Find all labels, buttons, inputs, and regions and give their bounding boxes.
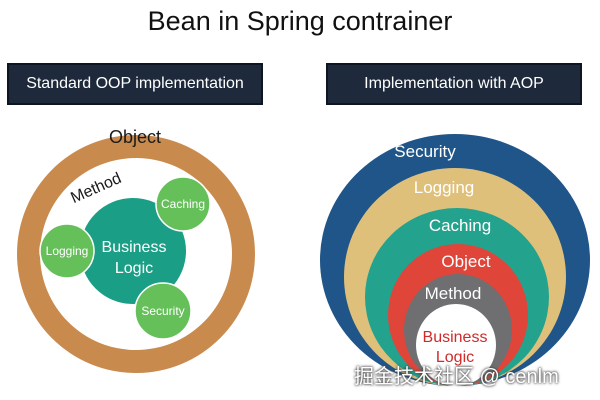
aop-diagram: Security Logging Caching Object Method B…	[320, 134, 590, 386]
business-logic-line-2: Logic	[115, 260, 153, 277]
logging-ring-label: Logging	[414, 178, 475, 197]
caching-ring-label: Caching	[429, 216, 491, 235]
watermark: 掘金技术社区 @ cenlm	[354, 366, 559, 388]
logging-circle	[39, 223, 95, 279]
caching-circle	[155, 176, 211, 232]
business-logic-core	[80, 198, 186, 304]
left-panel-header: Standard OOP implementation	[7, 63, 263, 105]
method-ring-label: Method	[425, 284, 482, 303]
business-logic-line-1: Business	[102, 239, 167, 256]
object-label: Object	[109, 127, 161, 147]
caching-label: Caching	[161, 197, 205, 211]
business-logic-aop-line-2: Logic	[436, 349, 474, 366]
logging-label: Logging	[46, 244, 89, 258]
security-circle	[134, 282, 192, 340]
oop-diagram: Object Method Business Logic Caching Log…	[17, 127, 255, 373]
security-ring-label: Security	[394, 142, 456, 161]
object-ring-label: Object	[441, 252, 490, 271]
business-logic-core-aop	[416, 304, 496, 386]
diagram-title: Bean in Spring contrainer	[147, 6, 453, 36]
security-label: Security	[141, 304, 184, 318]
right-panel-header: Implementation with AOP	[326, 63, 582, 105]
business-logic-aop-line-1: Business	[423, 329, 488, 346]
